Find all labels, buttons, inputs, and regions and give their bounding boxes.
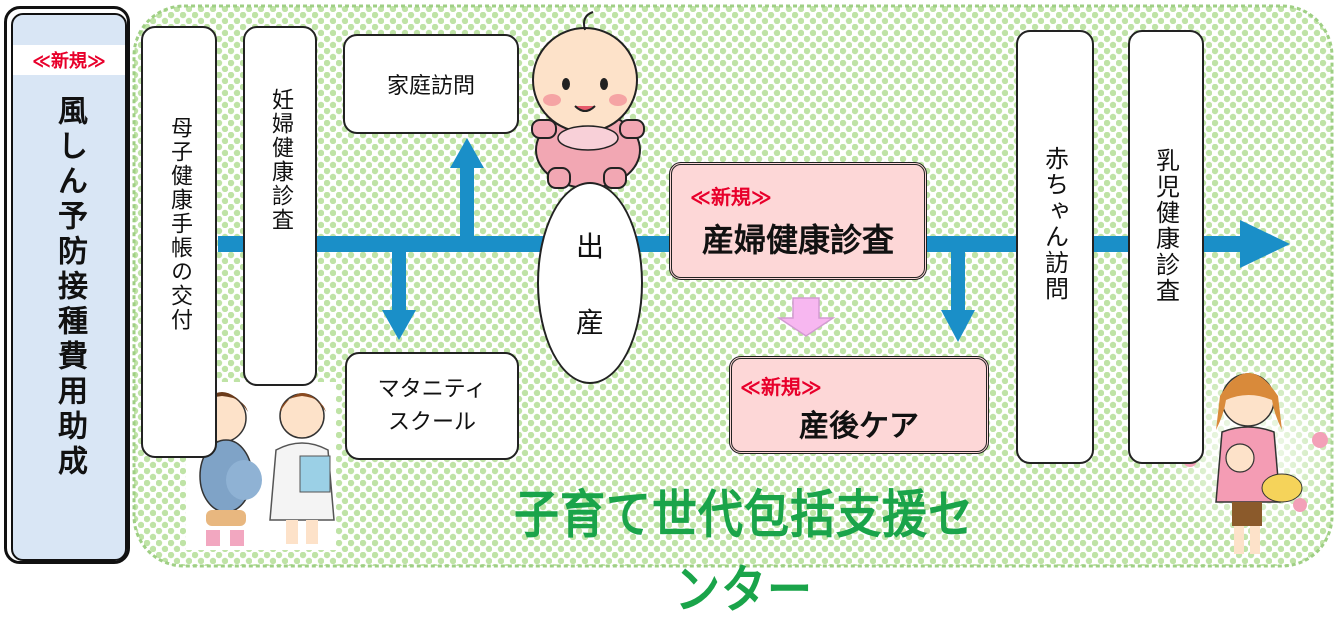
mch-handbook-box: 母子健康手帳の交付 <box>141 26 217 458</box>
postpartum-care-new-tag: ≪新規≫ <box>740 375 822 399</box>
maternity-school-box: マタニティ スクール <box>345 352 519 460</box>
postpartum-checkup-new-tag: ≪新規≫ <box>690 185 772 209</box>
baby-illustration <box>531 11 645 189</box>
home-visit-box: 家庭訪問 <box>343 34 519 134</box>
childbirth-label-2: 産 <box>575 306 604 339</box>
rubella-subsidy-title: 風しん予防接種費用助成 <box>52 95 87 480</box>
childbirth-label-1: 出 <box>575 230 604 263</box>
pink-down-arrow <box>776 297 836 337</box>
prenatal-checkup-label: 妊婦健康診査 <box>268 88 293 232</box>
postpartum-care-box: ≪新規≫ 産後ケア <box>729 356 989 454</box>
support-center-title: 子育て世代包括支援センター <box>513 484 974 620</box>
maternity-school-label-2: スクール <box>387 410 476 435</box>
doctor-illustration <box>269 393 335 544</box>
infant-checkup-label: 乳児健康診査 <box>1151 148 1180 304</box>
postpartum-checkup-box: ≪新規≫ 産婦健康診査 <box>669 162 927 280</box>
rubella-new-tag: ≪新規≫ <box>13 45 125 75</box>
baby-visit-box: 赤ちゃん訪問 <box>1016 30 1094 464</box>
infant-checkup-box: 乳児健康診査 <box>1128 30 1204 464</box>
maternity-school-label-1: マタニティ <box>377 377 487 402</box>
baby-visit-label: 赤ちゃん訪問 <box>1040 146 1069 302</box>
postpartum-care-title: 産後ケア <box>799 409 919 444</box>
home-visit-label: 家庭訪問 <box>386 74 475 99</box>
rubella-subsidy-box: ≪新規≫ 風しん予防接種費用助成 <box>4 6 130 564</box>
postpartum-checkup-title: 産婦健康診査 <box>701 221 894 259</box>
childbirth-oval: 出 産 <box>537 182 643 384</box>
mch-handbook-label: 母子健康手帳の交付 <box>167 116 192 332</box>
prenatal-checkup-box: 妊婦健康診査 <box>243 26 317 386</box>
